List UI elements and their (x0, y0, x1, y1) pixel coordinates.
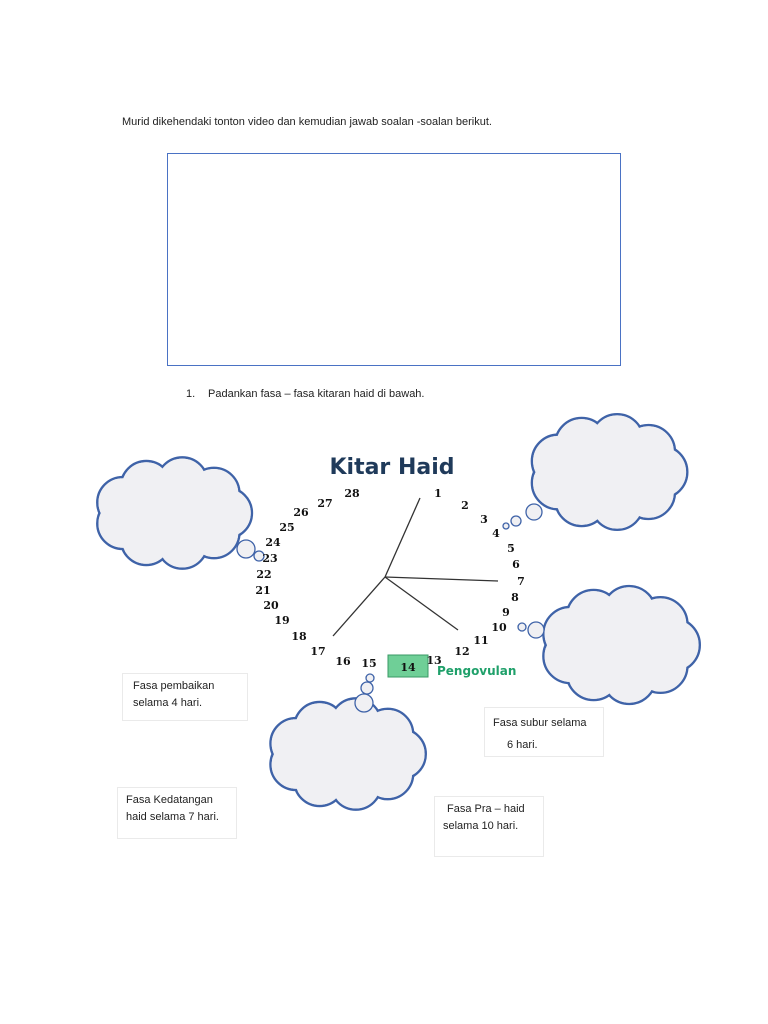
day-number: 15 (361, 657, 376, 670)
thought-bubble (365, 673, 375, 683)
day-number: 7 (517, 575, 525, 588)
day-number: 12 (454, 645, 469, 658)
phase-line: Fasa Kedatangan (126, 794, 213, 806)
ovulation-label: Pengovulan (437, 664, 516, 678)
day-number: 26 (293, 506, 309, 519)
thought-bubble (354, 693, 374, 713)
instruction-text: Murid dikehendaki tonton video dan kemud… (122, 116, 492, 128)
day-14-highlight (387, 654, 429, 678)
day-number: 21 (255, 584, 270, 597)
day-number: 16 (335, 655, 351, 668)
phase-line: Fasa Pra – haid (447, 803, 525, 815)
day-number: 17 (310, 645, 325, 658)
day-number: 28 (344, 487, 360, 500)
phase-divider-line (384, 576, 499, 582)
phase-box-fertile[interactable]: Fasa subur selama 6 hari. (484, 707, 604, 757)
thought-bubble (527, 621, 545, 639)
day-number: 9 (502, 606, 510, 619)
thought-bubble (502, 522, 510, 530)
cloud-bottom[interactable] (269, 673, 427, 811)
day-number: 22 (256, 568, 271, 581)
thought-bubble (253, 550, 265, 562)
day-number: 11 (473, 634, 488, 647)
phase-line: 6 hari. (507, 739, 538, 751)
day-number: 23 (262, 552, 277, 565)
day-number: 24 (265, 536, 281, 549)
day-number: 10 (491, 621, 507, 634)
day-number: 8 (511, 591, 519, 604)
phase-line: selama 4 hari. (133, 697, 203, 709)
thought-bubble (510, 515, 522, 527)
day-number: 18 (291, 630, 307, 643)
phase-line: selama 10 hari. (443, 820, 519, 832)
video-placeholder[interactable] (167, 153, 621, 366)
day-number: 6 (512, 558, 520, 571)
day-number: 27 (317, 497, 332, 510)
day-number: 20 (263, 599, 279, 612)
question-number: 1. (186, 388, 196, 400)
phase-divider-line (384, 576, 459, 631)
day-number: 2 (461, 499, 469, 512)
diagram-title: Kitar Haid (329, 455, 454, 480)
thought-bubble (236, 539, 256, 559)
question-text: Padankan fasa – fasa kitaran haid di baw… (208, 388, 425, 400)
cloud-right[interactable] (517, 584, 701, 706)
question-1: 1. Padankan fasa – fasa kitaran haid di b… (186, 388, 424, 400)
day-number: 5 (507, 542, 515, 555)
phase-divider-line (332, 576, 386, 637)
phase-line: haid selama 7 hari. (126, 811, 219, 823)
phase-box-repair[interactable]: Fasa pembaikan selama 4 hari. (122, 673, 248, 721)
phase-line: Fasa subur selama (493, 717, 587, 729)
thought-bubble (360, 681, 374, 695)
day-number: 1 (434, 487, 442, 500)
day-number: 4 (492, 527, 500, 540)
phase-line: Fasa pembaikan (133, 680, 215, 692)
day-number: 14 (400, 661, 416, 674)
day-number: 13 (426, 654, 441, 667)
day-number: 3 (480, 513, 488, 526)
phase-box-premenstrual[interactable]: Fasa Pra – haid selama 10 hari. (434, 796, 544, 857)
cloud-top-left[interactable] (96, 456, 265, 570)
day-number: 19 (274, 614, 289, 627)
thought-bubble (525, 503, 543, 521)
day-number: 25 (279, 521, 294, 534)
thought-bubble (517, 622, 527, 632)
phase-divider-line (384, 497, 421, 578)
phase-box-menstruation[interactable]: Fasa Kedatangan haid selama 7 hari. (117, 787, 237, 839)
cloud-top-right[interactable] (502, 412, 689, 532)
